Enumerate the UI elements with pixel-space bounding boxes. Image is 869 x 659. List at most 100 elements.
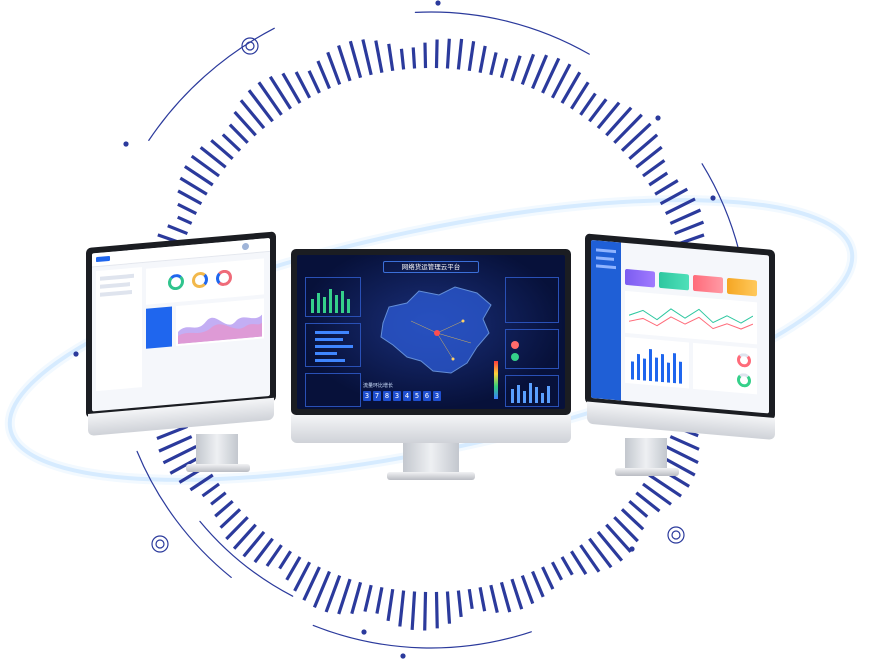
ring-tick <box>316 60 331 90</box>
ring-tick <box>399 48 406 70</box>
ring-tick <box>199 146 227 169</box>
ring-tick <box>579 544 601 573</box>
ring-tick <box>499 581 512 613</box>
outer-arc <box>312 624 532 649</box>
ring-tick <box>456 38 464 70</box>
ring-tick <box>348 40 363 79</box>
ring-tick <box>570 81 590 110</box>
ring-tick <box>613 113 643 144</box>
ring-tick <box>386 588 395 622</box>
ring-tick <box>541 57 561 94</box>
ring-tick <box>177 215 193 225</box>
counter-digit: 8 <box>383 391 391 401</box>
ring-tick <box>642 482 672 506</box>
ring-tick <box>628 133 659 161</box>
ring-tick <box>620 508 645 531</box>
outer-arc <box>414 11 590 55</box>
ring-tick <box>179 176 208 196</box>
ring-tick <box>664 197 696 215</box>
screen-title: 网络货运管理云平台 <box>401 263 461 271</box>
ring-tick <box>337 45 352 82</box>
ring-tick <box>281 72 302 104</box>
outer-arc <box>199 520 294 597</box>
ring-tick <box>337 578 352 615</box>
ring-tick <box>219 508 242 529</box>
ring-tick <box>648 171 669 187</box>
ring-tick <box>201 482 220 498</box>
ring-tick <box>531 54 549 90</box>
right-monitor <box>585 233 777 490</box>
ring-tick <box>374 40 384 73</box>
ring-tick <box>221 133 242 152</box>
center-monitor: 网络货运管理云平台 <box>291 249 571 489</box>
ring-tick <box>324 575 342 613</box>
ring-tick <box>257 81 283 116</box>
ring-marker-icon <box>151 535 169 553</box>
area-chart <box>178 314 262 344</box>
ring-tick <box>659 187 689 206</box>
ring-tick <box>278 550 292 570</box>
admin-dashboard-screen <box>92 237 270 412</box>
ring-tick <box>648 473 682 498</box>
outer-arc <box>148 27 275 141</box>
ring-marker-dot <box>655 115 661 121</box>
counter-digits: 3 7 8 3 4 5 6 3 <box>363 391 441 401</box>
ring-tick <box>510 578 524 610</box>
ring-tick <box>674 220 705 236</box>
ring-tick <box>350 581 363 615</box>
ring-tick <box>294 71 312 99</box>
left-monitor <box>86 231 276 488</box>
ring-tick <box>596 530 624 562</box>
ring-tick <box>423 42 428 69</box>
ring-tick <box>570 550 588 575</box>
column-chart <box>631 348 682 384</box>
ring-tick <box>613 516 639 543</box>
ring-tick <box>635 145 663 169</box>
ring-tick <box>669 208 702 225</box>
ring-marker-dot <box>629 546 635 552</box>
ring-tick <box>312 570 331 608</box>
counter-label: 流量环比增长 <box>363 383 394 389</box>
ring-tick <box>467 40 476 72</box>
ring-tick <box>242 530 266 558</box>
ring-marker-icon-inner <box>245 41 255 51</box>
analytics-dashboard-screen <box>591 239 769 414</box>
ring-marker-dot <box>400 653 406 659</box>
ring-tick <box>326 51 342 85</box>
ring-tick <box>445 591 452 624</box>
heat-legend <box>494 361 498 399</box>
ring-tick <box>225 516 249 541</box>
ring-tick <box>596 101 621 130</box>
ring-tick <box>239 99 266 130</box>
ring-tick <box>293 561 312 592</box>
ring-tick <box>177 202 198 215</box>
ring-tick <box>268 75 292 110</box>
ring-marker-icon-inner <box>155 539 165 549</box>
chart-bars-icon <box>311 289 350 313</box>
ring-tick <box>499 58 509 79</box>
ring-tick <box>190 154 220 178</box>
ring-tick <box>183 165 214 187</box>
ring-marker-dot <box>710 195 716 201</box>
ring-tick <box>302 566 321 601</box>
ring-tick <box>177 189 203 206</box>
ring-tick <box>664 445 699 465</box>
ring-tick <box>642 159 666 178</box>
ring-tick <box>520 53 536 85</box>
mini-bars <box>511 383 550 403</box>
ring-tick <box>620 122 652 152</box>
ring-tick <box>210 139 234 161</box>
ring-marker-dot <box>435 0 441 6</box>
hbar-chart <box>315 331 353 362</box>
ring-tick <box>560 71 582 104</box>
ring-tick <box>210 491 227 506</box>
ring-tick <box>588 98 608 123</box>
ring-tick <box>605 106 633 137</box>
ring-tick <box>588 537 613 569</box>
counter-digit: 6 <box>423 391 431 401</box>
line-chart <box>629 308 753 330</box>
ring-tick <box>434 591 439 629</box>
ring-tick <box>635 491 661 513</box>
ring-tick <box>669 435 700 451</box>
